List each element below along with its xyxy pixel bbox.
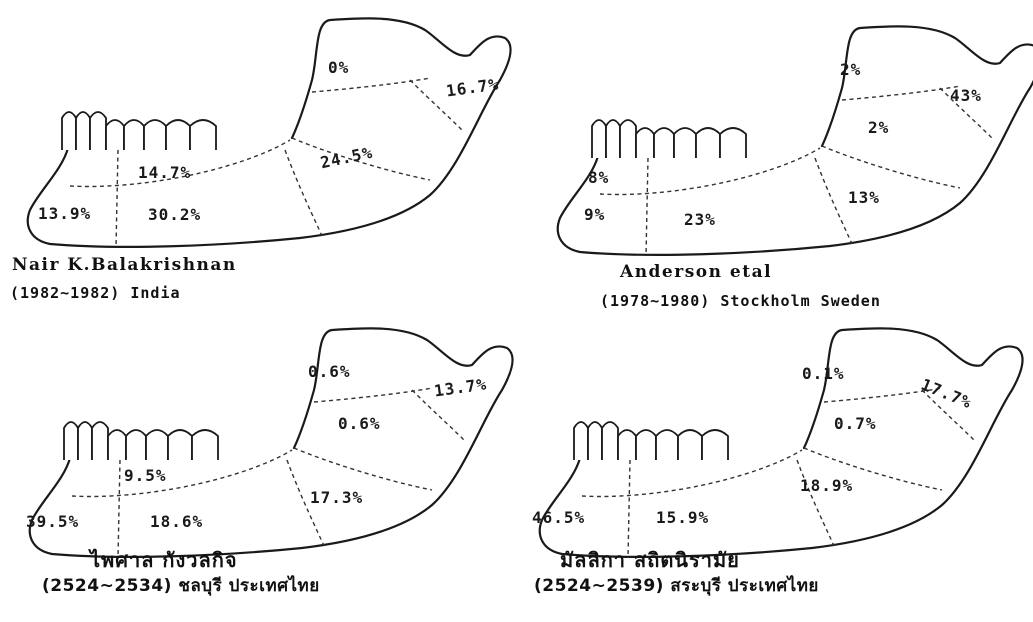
label-ramus: 0.6% <box>338 414 381 433</box>
mandible-diagram-nair-balakrishnan: 0% 16.7% 14.7% 24.5% 13.9% 30.2% Nair K.… <box>0 0 500 300</box>
tooth <box>108 430 126 460</box>
tooth <box>674 128 696 158</box>
tooth <box>702 430 728 460</box>
label-symphysis: 13.9% <box>38 204 91 223</box>
tooth <box>76 112 90 150</box>
tooth <box>126 430 146 460</box>
caption-period-location: (1982~1982) India <box>10 284 181 302</box>
label-ramus: 0.7% <box>834 414 877 433</box>
mandible-drawing <box>30 328 513 558</box>
region-division-line <box>646 158 648 256</box>
tooth <box>168 430 192 460</box>
tooth <box>106 120 124 150</box>
label-body: 23% <box>684 210 716 229</box>
label-coronoid: 43% <box>950 86 982 105</box>
region-division-line <box>797 460 834 546</box>
label-symphysis: 46.5% <box>532 508 585 527</box>
label-symphysis: 39.5% <box>26 512 79 531</box>
caption-period-location: (1978~1980) Stockholm Sweden <box>600 292 881 310</box>
caption-period-location: (2524~2539) สระบุรี ประเทศไทย <box>534 572 819 599</box>
label-symphysis: 9% <box>584 205 605 224</box>
tooth <box>64 422 78 460</box>
region-division-line <box>815 158 852 244</box>
tooth <box>636 128 654 158</box>
tooth <box>696 128 720 158</box>
tooth <box>146 430 168 460</box>
mandible-diagram-anderson: 2% 43% 2% 8% 13% 9% 23% Anderson etal (1… <box>530 0 1030 300</box>
tooth <box>656 430 678 460</box>
label-angle: 17.3% <box>310 488 363 507</box>
tooth <box>62 112 76 150</box>
label-condyle: 0.1% <box>802 364 845 383</box>
tooth <box>190 120 216 150</box>
region-division-line <box>285 150 322 236</box>
mandible-drawing <box>540 328 1023 558</box>
label-condyle: 2% <box>840 60 861 79</box>
tooth <box>654 128 674 158</box>
label-alveolar: 9.5% <box>124 466 167 485</box>
label-angle: 13% <box>848 188 880 207</box>
label-alveolar: 14.7% <box>138 163 191 182</box>
tooth <box>92 422 108 460</box>
label-body: 18.6% <box>150 512 203 531</box>
caption-period-location: (2524~2534) ชลบุรี ประเทศไทย <box>42 572 320 599</box>
label-alveolar: 8% <box>588 168 609 187</box>
tooth <box>602 422 618 460</box>
tooth <box>574 422 588 460</box>
region-division-line <box>116 150 118 248</box>
tooth <box>166 120 190 150</box>
mandible-outline <box>530 0 1030 300</box>
region-division-line <box>842 86 960 100</box>
tooth <box>618 430 636 460</box>
tooth <box>720 128 746 158</box>
tooth <box>592 120 606 158</box>
mandible-drawing <box>28 18 511 248</box>
mandible-drawing <box>558 26 1033 256</box>
label-body: 15.9% <box>656 508 709 527</box>
label-angle: 18.9% <box>800 476 853 495</box>
label-condyle: 0% <box>328 58 349 77</box>
region-division-line <box>822 146 960 188</box>
tooth <box>588 422 602 460</box>
region-division-line <box>312 78 430 92</box>
region-division-line <box>314 388 432 402</box>
label-ramus: 2% <box>868 118 889 137</box>
tooth <box>144 120 166 150</box>
region-division-line <box>294 448 432 490</box>
mandible-diagram-mallika: 0.1% 17.7% 0.7% 18.9% 46.5% 15.9% มัลลิก… <box>516 322 1016 622</box>
tooth <box>124 120 144 150</box>
mandible-diagram-paisan: 0.6% 13.7% 0.6% 9.5% 17.3% 39.5% 18.6% ไ… <box>20 322 520 622</box>
tooth <box>90 112 106 150</box>
tooth <box>78 422 92 460</box>
tooth <box>606 120 620 158</box>
tooth <box>678 430 702 460</box>
label-body: 30.2% <box>148 205 201 224</box>
caption-author: Anderson etal <box>620 262 772 282</box>
tooth <box>620 120 636 158</box>
caption-author: Nair K.Balakrishnan <box>12 255 237 275</box>
tooth <box>636 430 656 460</box>
label-condyle: 0.6% <box>308 362 351 381</box>
tooth <box>192 430 218 460</box>
